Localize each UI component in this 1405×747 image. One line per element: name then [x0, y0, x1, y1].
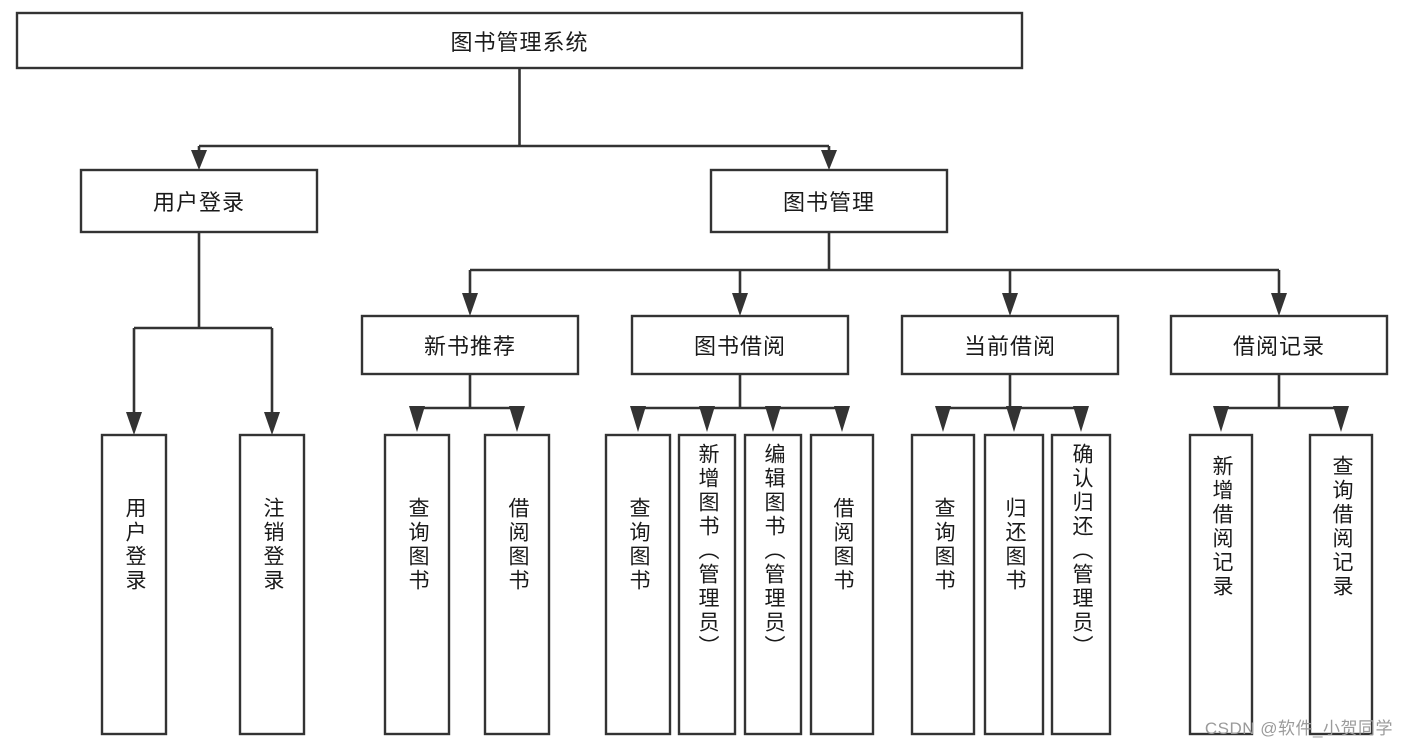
arrow-leaf-user-logout [264, 412, 280, 435]
node-leaf-return-book[interactable] [983, 433, 1045, 736]
node-leaf-borrow-book-1[interactable] [483, 433, 551, 736]
node-user-login[interactable] [79, 168, 319, 234]
arrow-leaf-return-book [1006, 406, 1022, 432]
node-leaf-confirm-return[interactable] [1050, 433, 1112, 736]
node-leaf-edit-book[interactable] [743, 433, 803, 736]
connector-group-new-book-rec [409, 374, 525, 432]
connector-group-user-login [126, 232, 280, 435]
node-leaf-user-logout[interactable] [238, 433, 306, 736]
connector-group-current-borrow [935, 374, 1089, 432]
arrow-leaf-query-book-3 [935, 406, 951, 432]
arrow-to-borrow-record [1271, 293, 1287, 316]
node-borrow-record[interactable] [1169, 314, 1389, 376]
arrow-leaf-borrow-book-1 [509, 406, 525, 432]
connector-group-book-borrow [630, 374, 850, 432]
node-book-borrow[interactable] [630, 314, 850, 376]
node-leaf-query-record[interactable] [1308, 433, 1374, 736]
node-leaf-user-login[interactable] [100, 433, 168, 736]
arrow-to-new-book-rec [462, 293, 478, 316]
node-leaf-query-book-3[interactable] [910, 433, 976, 736]
arrow-leaf-edit-book [765, 406, 781, 432]
node-root[interactable] [15, 11, 1024, 70]
arrow-leaf-confirm-return [1073, 406, 1089, 432]
arrow-to-user-login [191, 150, 207, 170]
arrow-to-book-manage [821, 150, 837, 170]
node-book-manage[interactable] [709, 168, 949, 234]
arrow-to-current-borrow [1002, 293, 1018, 316]
arrow-to-book-borrow [732, 293, 748, 316]
connector-group-root [191, 68, 837, 170]
node-leaf-borrow-book-2[interactable] [809, 433, 875, 736]
node-leaf-add-book[interactable] [677, 433, 737, 736]
arrow-leaf-query-book-2 [630, 406, 646, 432]
arrow-leaf-query-book-1 [409, 406, 425, 432]
arrow-leaf-user-login [126, 412, 142, 435]
arrow-leaf-query-record [1333, 406, 1349, 432]
node-current-borrow[interactable] [900, 314, 1120, 376]
connector-group-book-manage [462, 232, 1287, 316]
arrow-leaf-add-book [699, 406, 715, 432]
node-leaf-query-book-1[interactable] [383, 433, 451, 736]
node-leaf-query-book-2[interactable] [604, 433, 672, 736]
node-leaf-add-record[interactable] [1188, 433, 1254, 736]
connector-group-borrow-record [1213, 374, 1349, 432]
arrow-leaf-borrow-book-2 [834, 406, 850, 432]
csdn-watermark: CSDN @软件_小贺同学 [1204, 719, 1393, 738]
arrow-leaf-add-record [1213, 406, 1229, 432]
node-new-book-rec[interactable] [360, 314, 580, 376]
